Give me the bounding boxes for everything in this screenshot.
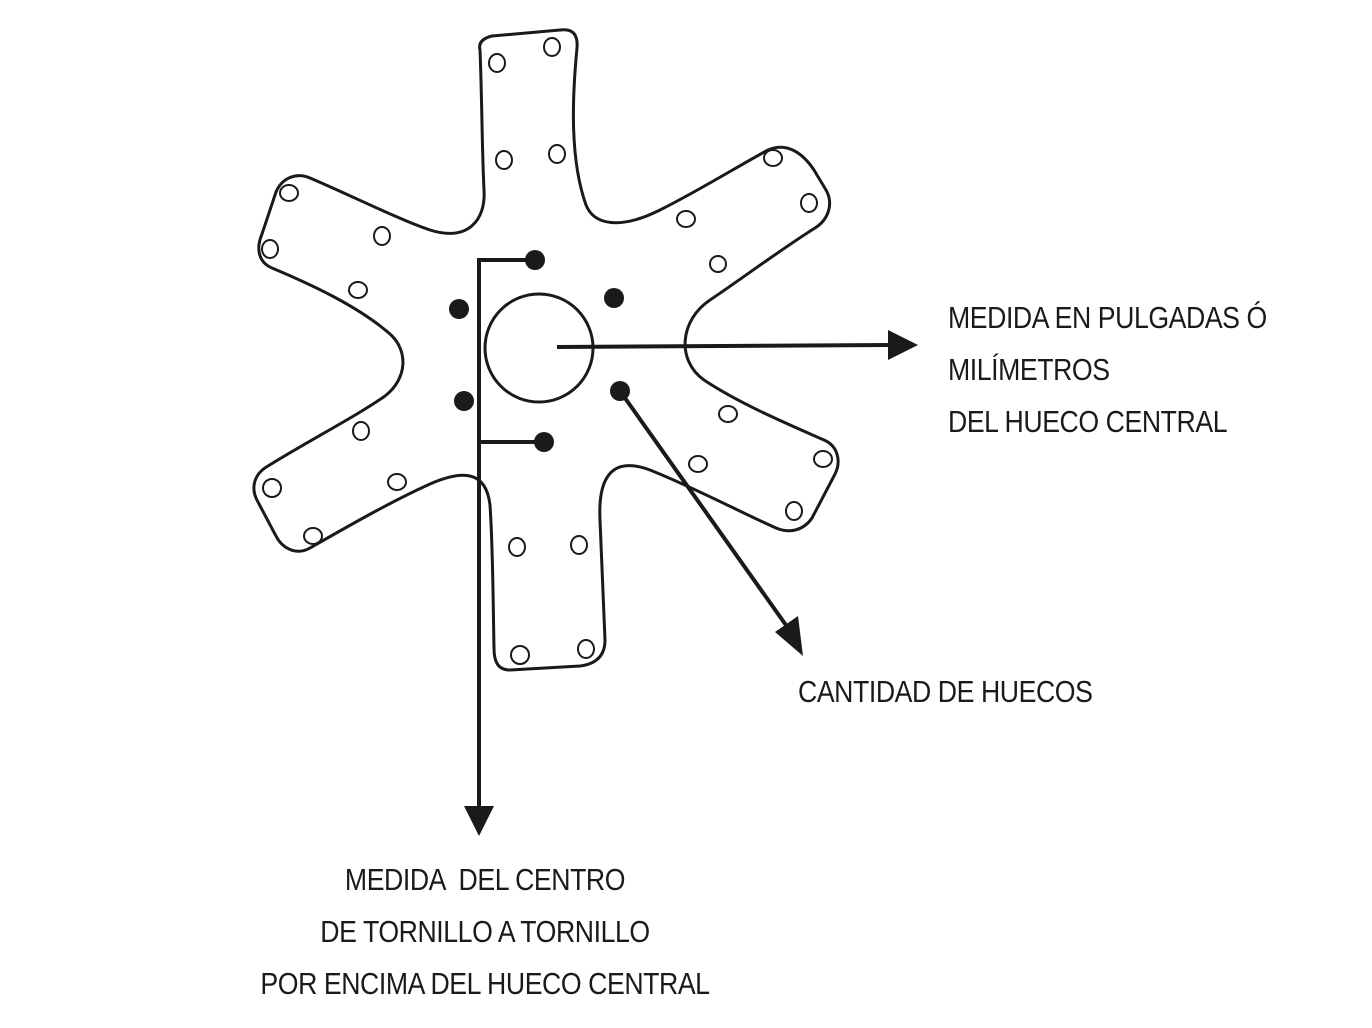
arm-hole	[348, 281, 368, 299]
arm-hole	[577, 639, 595, 659]
hole-count-arrow	[618, 389, 790, 630]
bolt-distance-label-line1: MEDIDA DEL CENTRO	[344, 862, 626, 897]
arm-hole	[262, 478, 282, 498]
arm-hole	[800, 193, 818, 213]
bolt-holes	[449, 250, 630, 452]
arm-hole	[495, 150, 513, 170]
bolt-distance-arrow	[477, 258, 544, 808]
center-hole-label-line2: MILÍMETROS	[948, 352, 1110, 387]
arm-hole	[508, 537, 526, 557]
bolt-distance-arrowhead	[464, 806, 494, 836]
arm-hole	[352, 421, 370, 441]
arm-holes	[261, 37, 833, 665]
center-hole-label: MEDIDA EN PULGADAS Ó MILÍMETROS DEL HUEC…	[948, 292, 1267, 448]
arm-hole	[709, 255, 727, 273]
arm-hole	[785, 501, 803, 521]
center-hole-label-line3: DEL HUECO CENTRAL	[948, 404, 1228, 439]
arm-hole	[763, 149, 783, 167]
plate-outline	[252, 28, 840, 672]
arm-hole	[488, 53, 506, 73]
arm-hole	[373, 226, 391, 246]
arm-hole	[543, 37, 561, 57]
center-hole-arrow	[556, 343, 893, 349]
arm-hole	[387, 473, 407, 491]
arm-hole	[688, 455, 708, 473]
bolt-hole	[454, 391, 474, 411]
arm-hole	[303, 527, 323, 545]
center-hole-arrowhead	[888, 330, 918, 360]
arm-hole	[548, 144, 566, 164]
bolt-hole	[449, 299, 469, 319]
hole-count-label-line1: CANTIDAD DE HUECOS	[798, 674, 1093, 709]
arm-hole	[813, 450, 833, 468]
arm-hole	[570, 535, 588, 555]
bolt-distance-label-line2: DE TORNILLO A TORNILLO	[320, 914, 650, 949]
hole-count-label: CANTIDAD DE HUECOS	[798, 666, 1093, 718]
hole-count-arrowhead	[775, 616, 803, 656]
arm-hole	[718, 405, 738, 423]
arm-hole	[279, 184, 299, 202]
bolt-hole	[604, 288, 624, 308]
arm-hole	[676, 210, 696, 228]
bolt-distance-label-line3: POR ENCIMA DEL HUECO CENTRAL	[260, 966, 710, 1001]
center-hole-label-line1: MEDIDA EN PULGADAS Ó	[948, 300, 1267, 335]
arm-hole	[510, 645, 530, 665]
arm-hole	[261, 239, 279, 259]
